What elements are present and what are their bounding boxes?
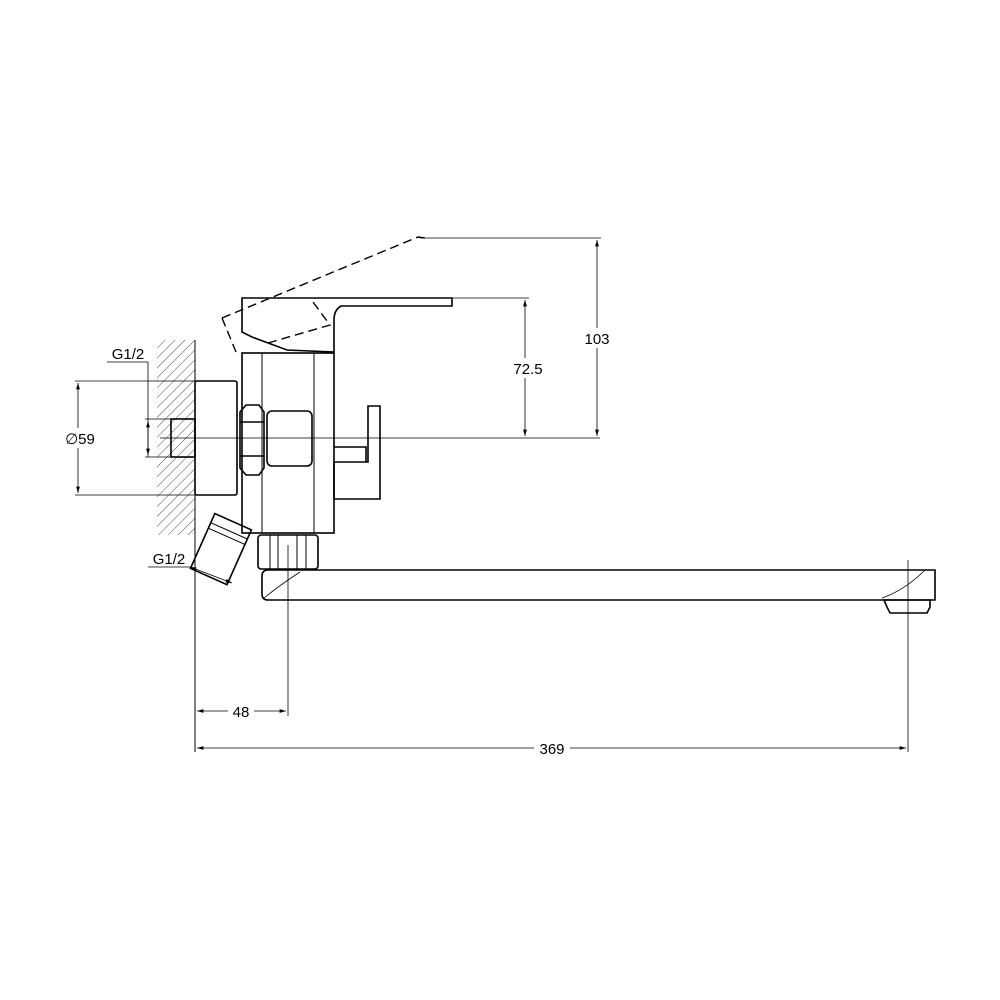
handle (241, 297, 453, 353)
mixer-body (241, 352, 335, 534)
dim-flange-diameter: ∅59 (65, 431, 95, 448)
dim-outlet-thread: G1/2 (153, 551, 186, 568)
dim-spout-reach: 369 (539, 741, 564, 758)
wall (157, 340, 196, 752)
spout (261, 569, 936, 601)
dimension-lines (75, 237, 909, 752)
dim-spout-offset: 48 (233, 704, 250, 721)
aerator (882, 599, 931, 614)
diverter-lever (333, 405, 381, 500)
dim-inlet-thread: G1/2 (112, 346, 145, 363)
hex-nut (239, 404, 265, 476)
dim-body-height: 72.5 (513, 361, 542, 378)
dim-total-height: 103 (584, 331, 609, 348)
connector-thread (266, 410, 313, 467)
faucet-outline (170, 297, 936, 614)
handle-raised-position (221, 236, 426, 353)
